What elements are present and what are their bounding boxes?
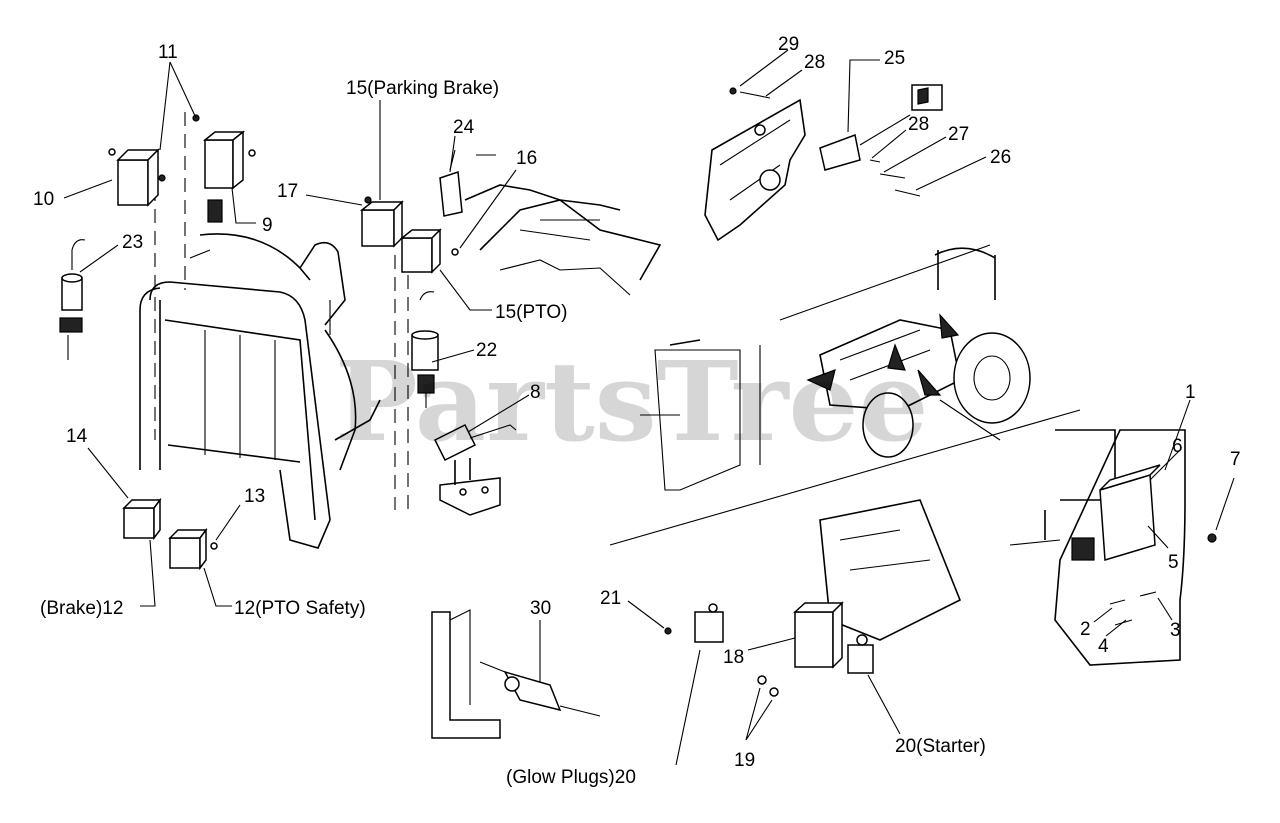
diodes-19: [757, 675, 779, 697]
callout-13: 13: [244, 486, 265, 507]
callout-18: 18: [723, 647, 744, 668]
relay-brake-12: [122, 497, 162, 541]
switch-bracket-assembly: [704, 84, 943, 242]
callout-2: 2: [1080, 619, 1091, 640]
callout-8: 8: [530, 382, 541, 403]
callout-20-starter: 20(Starter): [895, 736, 986, 757]
relay-9: [192, 114, 256, 223]
callout-5: 5: [1168, 552, 1179, 573]
callout-24: 24: [453, 117, 475, 138]
callout-17: 17: [277, 181, 298, 202]
watermark-text: PartsTree: [335, 337, 929, 466]
callout-30: 30: [530, 598, 551, 619]
callout-20-glow-plugs: (Glow Plugs)20: [506, 767, 636, 788]
leader-lines: [63, 49, 1235, 766]
callout-6: 6: [1172, 436, 1183, 457]
callout-15-pto: 15(PTO): [495, 302, 568, 323]
relay-pto-15: [399, 228, 459, 274]
callout-10: 10: [33, 189, 54, 210]
relay-18: [793, 601, 844, 669]
relay-10: [108, 148, 166, 207]
callout-12-brake: (Brake)12: [40, 598, 123, 619]
relay-starter-20: [847, 634, 874, 674]
switch-23: [59, 239, 86, 360]
callout-9: 9: [262, 215, 273, 236]
switch-22: [411, 291, 439, 408]
callout-1: 1: [1185, 382, 1196, 403]
callout-7: 7: [1230, 449, 1241, 470]
relay-glow-plugs-20: [664, 603, 724, 643]
callout-3: 3: [1170, 620, 1181, 641]
module-panel: [640, 339, 1217, 666]
callout-11: 11: [158, 42, 178, 63]
relay-pto-safety-12: [168, 527, 218, 571]
callout-labels: 11 10 9 23 15(Parking Brake) 17 24 16 15…: [33, 34, 1241, 788]
switch-8-bracket: [433, 423, 517, 516]
relay-parking-brake-15: [359, 196, 404, 248]
callout-28-lower: 28: [908, 114, 929, 135]
callout-23: 23: [122, 232, 143, 253]
callout-19: 19: [734, 750, 755, 771]
callout-28-upper: 28: [804, 52, 825, 73]
callout-4: 4: [1098, 636, 1109, 657]
callout-16: 16: [516, 148, 537, 169]
callout-25: 25: [884, 48, 905, 69]
callout-26: 26: [990, 147, 1011, 168]
callout-21: 21: [600, 588, 621, 609]
callout-12-pto-safety: 12(PTO Safety): [234, 598, 366, 619]
dash-panel: [139, 112, 409, 549]
callout-14: 14: [66, 426, 88, 447]
switch-24: [439, 149, 662, 296]
callout-29: 29: [778, 34, 799, 55]
tractor-overview: [609, 244, 1081, 546]
callout-22: 22: [476, 340, 497, 361]
bracket-30: [431, 609, 601, 739]
callout-15-parking-brake: 15(Parking Brake): [346, 78, 499, 99]
callout-27: 27: [948, 124, 969, 145]
